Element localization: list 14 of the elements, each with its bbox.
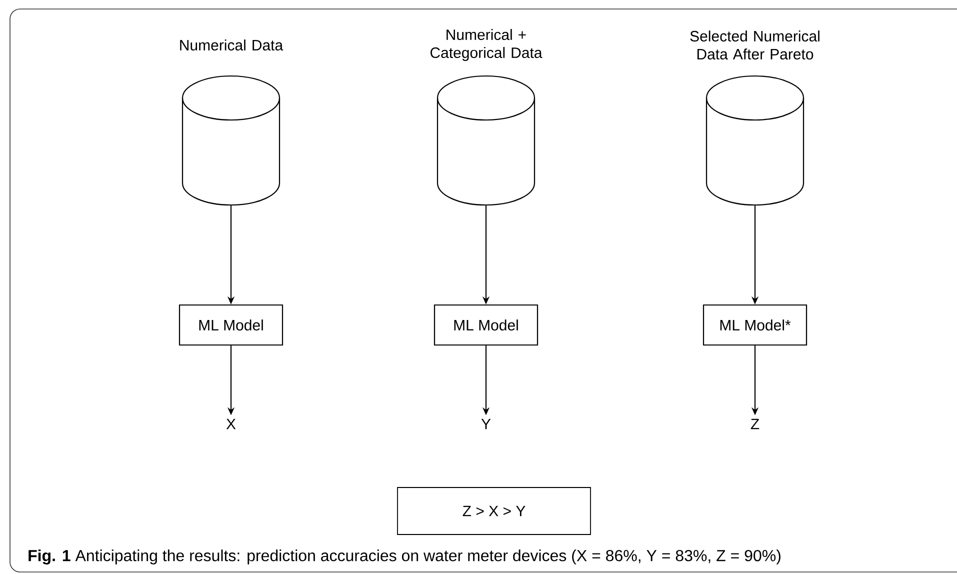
node-label: Selected Numerical Data After Pareto [690, 30, 820, 60]
result-label: X [226, 418, 236, 430]
result-label: Y [481, 418, 491, 430]
database-cylinder: Selected Numerical Data After Pareto [690, 30, 820, 206]
process-box: ML Model [434, 304, 538, 346]
process-box: ML Model* [702, 304, 808, 346]
node-label: Numerical Data [180, 39, 284, 51]
node-label: Numerical + Categorical Data [430, 29, 542, 61]
database-cylinder: Numerical Data [180, 40, 284, 206]
figure-caption: Fig. 1 Anticipating the results: prediction accuracies on water meter devices (X = 86%, Y = 83%, Z = 90%) [28, 550, 780, 564]
result-label: Z [750, 418, 760, 430]
process-box: ML Model [178, 304, 284, 346]
result-box: Z > X > Y [397, 487, 591, 535]
database-cylinder: Numerical + Categorical Data [430, 29, 542, 206]
